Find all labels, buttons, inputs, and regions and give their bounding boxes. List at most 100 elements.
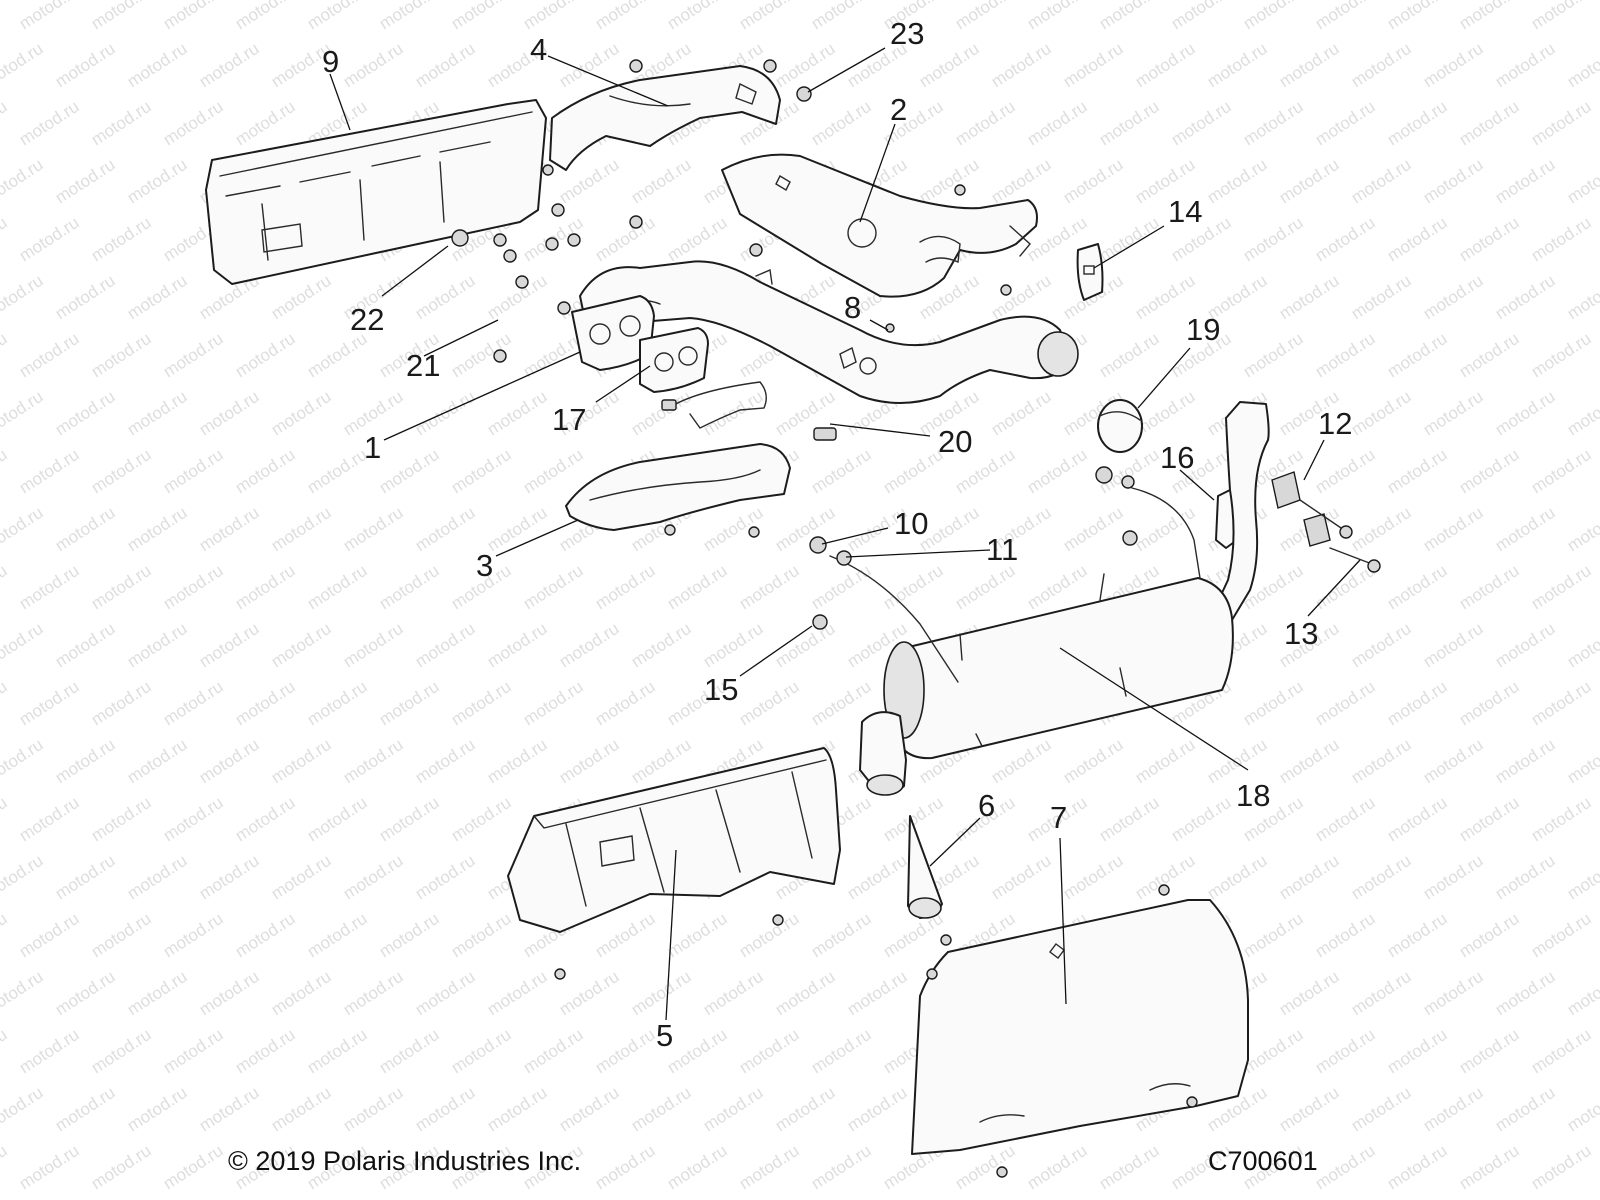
watermark-text: motod.ru <box>1564 1083 1600 1135</box>
watermark-text: motod.ru <box>1492 39 1559 91</box>
watermark-text: motod.ru <box>412 967 479 1019</box>
watermark-text: motod.ru <box>196 387 263 439</box>
watermark-text: motod.ru <box>232 1025 299 1077</box>
heat-shield-9 <box>205 99 547 285</box>
watermark-text: motod.ru <box>952 97 1019 149</box>
watermark-text: motod.ru <box>916 39 983 91</box>
watermark-text: motod.ru <box>592 561 659 613</box>
watermark-text: motod.ru <box>952 0 1019 33</box>
watermark-text: motod.ru <box>0 1025 10 1077</box>
watermark-text: motod.ru <box>304 561 371 613</box>
watermark-text: motod.ru <box>808 1141 875 1193</box>
watermark-text: motod.ru <box>160 677 227 729</box>
watermark-text: motod.ru <box>1528 793 1595 845</box>
callout-5: 5 <box>656 1018 673 1053</box>
watermark-text: motod.ru <box>1348 1083 1415 1135</box>
watermark-text: motod.ru <box>772 39 839 91</box>
watermark-text: motod.ru <box>628 155 695 207</box>
watermark-text: motod.ru <box>412 735 479 787</box>
watermark-text: motod.ru <box>52 735 119 787</box>
watermark-text: motod.ru <box>1384 793 1451 845</box>
watermark-text: motod.ru <box>1384 909 1451 961</box>
watermark-text: motod.ru <box>0 677 10 729</box>
watermark-text: motod.ru <box>1384 329 1451 381</box>
watermark-text: motod.ru <box>376 909 443 961</box>
watermark-text: motod.ru <box>520 445 587 497</box>
watermark-text: motod.ru <box>1240 0 1307 33</box>
oxygen-sensor-20 <box>661 381 837 441</box>
watermark-text: motod.ru <box>88 329 155 381</box>
watermark-text: motod.ru <box>736 561 803 613</box>
watermark-text: motod.ru <box>880 561 947 613</box>
watermark-text: motod.ru <box>0 619 46 671</box>
watermark-text: motod.ru <box>448 793 515 845</box>
watermark-text: motod.ru <box>1060 851 1127 903</box>
watermark-text: motod.ru <box>736 677 803 729</box>
callout-7: 7 <box>1050 800 1067 835</box>
watermark-text: motod.ru <box>1528 213 1595 265</box>
watermark-text: motod.ru <box>196 851 263 903</box>
watermark-text: motod.ru <box>1276 155 1343 207</box>
watermark-text: motod.ru <box>232 561 299 613</box>
watermark-text: motod.ru <box>1276 1083 1343 1135</box>
watermark-text: motod.ru <box>1096 329 1163 381</box>
watermark-text: motod.ru <box>1456 1025 1523 1077</box>
muffler-18 <box>829 401 1270 796</box>
watermark-text: motod.ru <box>844 1083 911 1135</box>
watermark-text: motod.ru <box>268 271 335 323</box>
watermark-text: motod.ru <box>1492 155 1559 207</box>
callout-22: 22 <box>350 302 384 337</box>
watermark-text: motod.ru <box>1420 271 1487 323</box>
watermark-text: motod.ru <box>988 155 1055 207</box>
watermark-text: motod.ru <box>124 619 191 671</box>
copyright-notice: © 2019 Polaris Industries Inc. <box>228 1146 582 1176</box>
watermark-text: motod.ru <box>808 0 875 33</box>
watermark-text: motod.ru <box>124 851 191 903</box>
watermark-text: motod.ru <box>88 213 155 265</box>
callout-19: 19 <box>1186 312 1220 347</box>
watermark-text: motod.ru <box>340 39 407 91</box>
watermark-text: motod.ru <box>1060 155 1127 207</box>
watermark-text: motod.ru <box>1348 503 1415 555</box>
watermark-text: motod.ru <box>556 619 623 671</box>
watermark-text: motod.ru <box>592 0 659 33</box>
watermark-text: motod.ru <box>52 39 119 91</box>
watermark-text: motod.ru <box>1348 619 1415 671</box>
watermark-text: motod.ru <box>664 561 731 613</box>
watermark-text: motod.ru <box>232 793 299 845</box>
watermark-text: motod.ru <box>88 97 155 149</box>
watermark-text: motod.ru <box>1132 39 1199 91</box>
watermark-text: motod.ru <box>628 967 695 1019</box>
watermark-text: motod.ru <box>0 851 46 903</box>
watermark-text: motod.ru <box>412 1083 479 1135</box>
watermark-text: motod.ru <box>1564 851 1600 903</box>
watermark-text: motod.ru <box>1312 213 1379 265</box>
watermark-text: motod.ru <box>16 793 83 845</box>
watermark-text: motod.ru <box>16 1141 83 1193</box>
watermark-text: motod.ru <box>304 1025 371 1077</box>
diagram-code: C700601 <box>1208 1146 1318 1176</box>
watermark-text: motod.ru <box>340 967 407 1019</box>
watermark-text: motod.ru <box>1492 851 1559 903</box>
watermark-text: motod.ru <box>268 735 335 787</box>
watermark-text: motod.ru <box>196 735 263 787</box>
watermark-text: motod.ru <box>1168 793 1235 845</box>
watermark-text: motod.ru <box>124 1083 191 1135</box>
watermark-text: motod.ru <box>1456 793 1523 845</box>
watermark-text: motod.ru <box>448 677 515 729</box>
watermark-text: motod.ru <box>1456 329 1523 381</box>
watermark-text: motod.ru <box>880 909 947 961</box>
callout-10: 10 <box>894 506 928 541</box>
watermark-text: motod.ru <box>916 155 983 207</box>
watermark-text: motod.ru <box>1024 0 1091 33</box>
watermark-text: motod.ru <box>1384 97 1451 149</box>
callout-18: 18 <box>1236 778 1270 813</box>
watermark-text: motod.ru <box>1060 735 1127 787</box>
watermark-text: motod.ru <box>628 1083 695 1135</box>
watermark-text: motod.ru <box>0 793 10 845</box>
watermark-text: motod.ru <box>556 967 623 1019</box>
watermark-text: motod.ru <box>88 909 155 961</box>
watermark-text: motod.ru <box>160 329 227 381</box>
tail-cone-6 <box>907 815 943 919</box>
